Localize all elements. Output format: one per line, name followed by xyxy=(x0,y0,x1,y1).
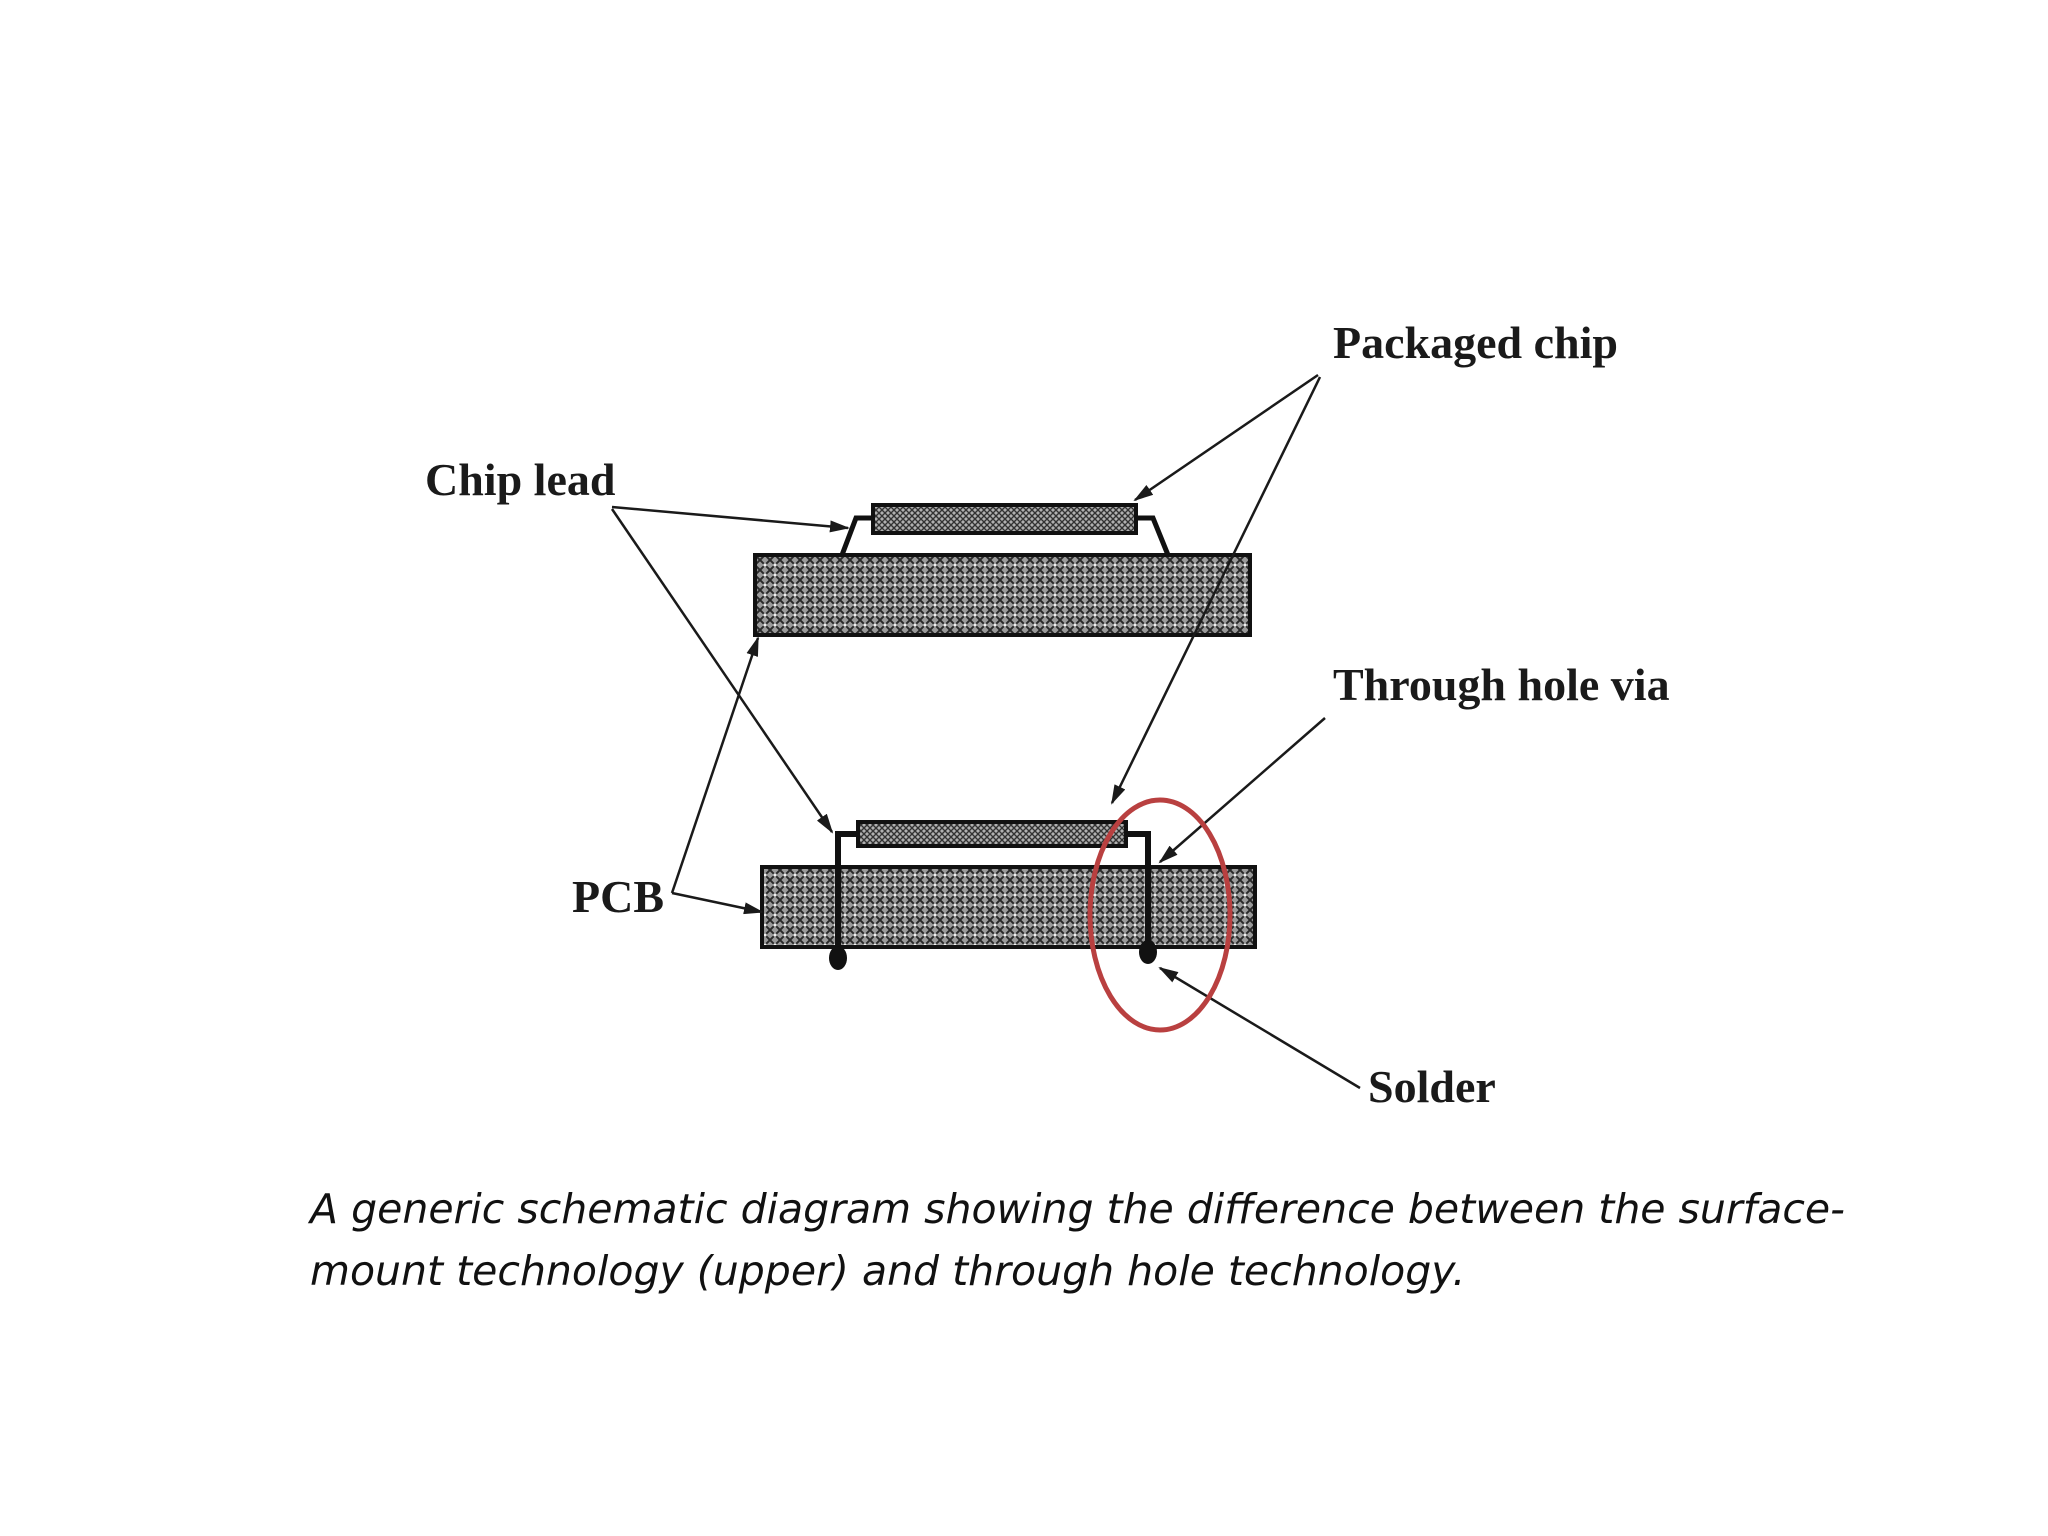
packaged-chip-lower xyxy=(856,820,1128,848)
arrow-packaged-chip-upper xyxy=(1133,373,1319,502)
arrow-pcb-upper xyxy=(670,636,760,894)
smt-assembly xyxy=(753,503,1252,637)
arrow-solder xyxy=(1158,966,1361,1090)
label-pcb: PCB xyxy=(572,871,664,922)
arrow-through-hole-via xyxy=(1158,717,1326,864)
chip-lead-lower-right xyxy=(1126,831,1151,955)
solder-blob-right xyxy=(1139,940,1157,964)
arrow-chip-lead-upper xyxy=(611,505,850,533)
smt-vs-through-hole-diagram: Packaged chip Chip lead Through hole via… xyxy=(425,317,1670,1112)
callout-arrows xyxy=(610,373,1361,1090)
figure-caption: A generic schematic diagram showing the … xyxy=(310,1185,1845,1295)
solder-blob-left xyxy=(829,946,847,970)
label-chip-lead: Chip lead xyxy=(425,454,616,505)
pcb-upper xyxy=(753,553,1252,637)
chip-lead-upper-right xyxy=(1136,515,1171,556)
chip-lead-upper-left xyxy=(839,515,873,556)
label-solder: Solder xyxy=(1368,1061,1496,1112)
packaged-chip-upper xyxy=(871,503,1138,535)
arrow-pcb-lower xyxy=(671,891,764,915)
arrow-chip-lead-lower xyxy=(610,508,834,834)
highlight-ellipse xyxy=(1087,797,1233,1033)
through-hole-assembly xyxy=(760,820,1257,970)
label-through-hole-via: Through hole via xyxy=(1333,659,1670,710)
arrow-packaged-chip-lower xyxy=(1110,376,1322,805)
label-packaged-chip: Packaged chip xyxy=(1333,317,1618,368)
chip-lead-lower-left xyxy=(835,831,858,960)
